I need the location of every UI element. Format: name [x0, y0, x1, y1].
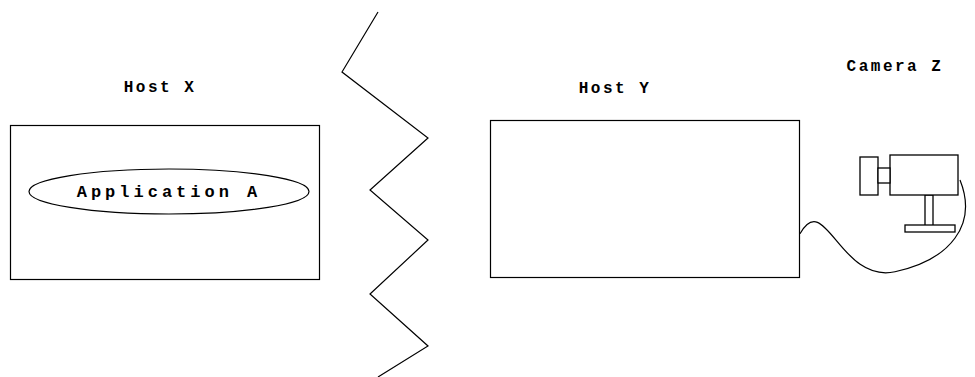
- camera-lens: [878, 168, 890, 183]
- camera-node: Camera Z: [840, 140, 960, 235]
- camera-lens-hood: [860, 157, 878, 195]
- app-ellipse: [29, 169, 309, 214]
- host-rect: [491, 121, 800, 278]
- host-rect: [11, 126, 320, 280]
- node-heading: Camera Z: [835, 58, 955, 76]
- camera-cable: [800, 180, 965, 273]
- host-box-outline: [490, 120, 800, 278]
- application-ellipse: Application A: [28, 168, 310, 215]
- host-box: Host Y: [490, 120, 800, 278]
- camera-body: [890, 155, 958, 195]
- node-heading: Host Y: [460, 80, 770, 98]
- node-heading: Host X: [5, 79, 315, 97]
- camera-base: [905, 225, 955, 232]
- camera-stand: [925, 195, 933, 226]
- node-label: Application A: [28, 182, 310, 201]
- camera-node-outline: [840, 140, 960, 235]
- host-box: Host XApplication A: [10, 125, 320, 280]
- network-zigzag: [342, 12, 428, 377]
